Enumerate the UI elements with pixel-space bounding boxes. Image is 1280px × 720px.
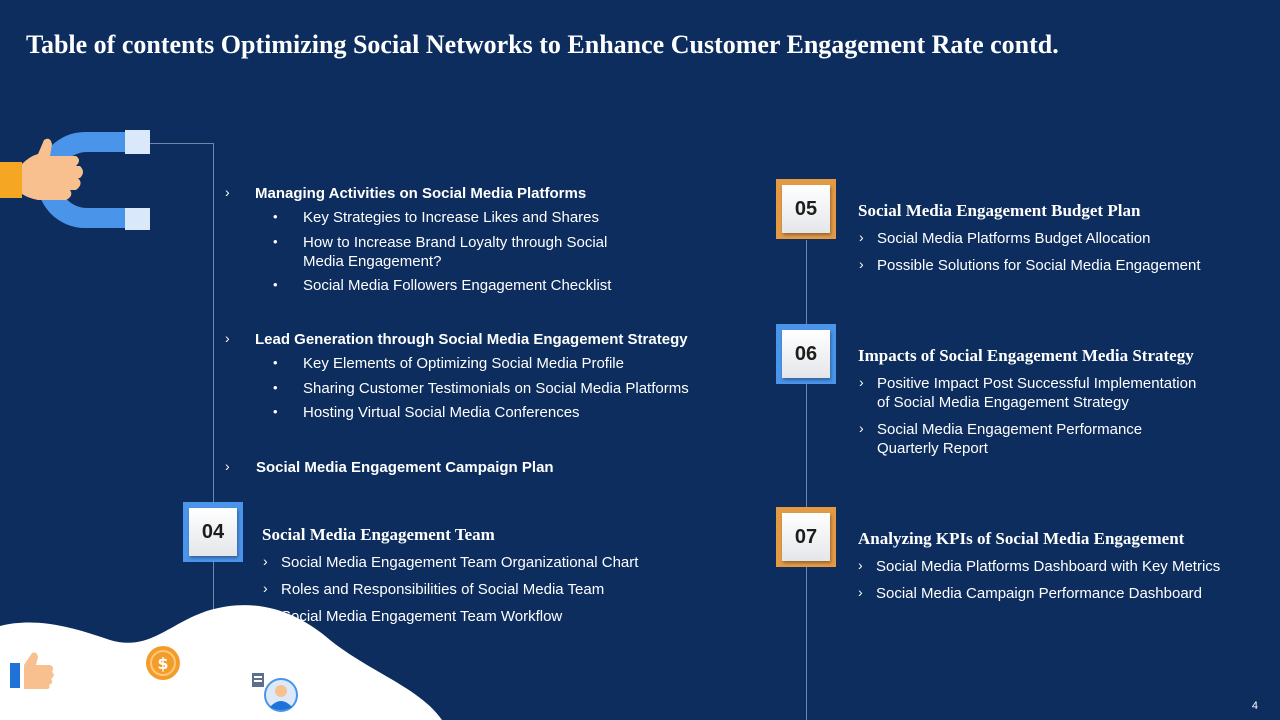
item-heading-kpis[interactable]: Analyzing KPIs of Social Media Engagemen… — [858, 529, 1185, 548]
number-badge-label: 04 — [189, 508, 237, 556]
list-item[interactable]: Sharing Customer Testimonials on Social … — [303, 380, 689, 397]
list-item[interactable]: Social Media Followers Engagement Checkl… — [303, 277, 612, 294]
dollar-coin-icon: $ — [146, 646, 180, 680]
thumbs-up-icon — [10, 652, 54, 689]
list-item[interactable]: Key Strategies to Increase Likes and Sha… — [303, 209, 600, 226]
section-heading-campaign-plan[interactable]: Social Media Engagement Campaign Plan — [256, 459, 554, 476]
bullet-icon: • — [273, 380, 278, 395]
number-badge-07: 07 — [776, 507, 836, 567]
bullet-icon: • — [273, 234, 278, 249]
list-item[interactable]: Positive Impact Post Successful Implemen… — [877, 375, 1197, 392]
item-heading-engagement-team[interactable]: Social Media Engagement Team — [262, 525, 495, 544]
number-badge-label: 05 — [782, 185, 830, 233]
list-item[interactable]: Social Media Engagement Team Workflow — [281, 608, 563, 625]
timeline-right — [806, 240, 807, 720]
section-heading-managing-activities[interactable]: Managing Activities on Social Media Plat… — [255, 185, 587, 202]
list-item[interactable]: Social Media Platforms Dashboard with Ke… — [876, 558, 1221, 575]
chevron-icon: › — [263, 580, 268, 596]
number-badge-label: 06 — [782, 330, 830, 378]
page-number: 4 — [1251, 700, 1258, 712]
chevron-icon: › — [858, 584, 863, 600]
timeline-left-connector — [150, 143, 214, 144]
list-item[interactable]: Roles and Responsibilities of Social Med… — [281, 581, 605, 598]
chevron-icon: › — [859, 229, 864, 245]
chevron-icon: › — [859, 256, 864, 272]
user-avatar-icon — [252, 673, 298, 712]
list-item-continued[interactable]: Quarterly Report — [877, 440, 988, 457]
list-item[interactable]: Social Media Platforms Budget Allocation — [877, 230, 1151, 247]
list-item[interactable]: Possible Solutions for Social Media Enga… — [877, 257, 1201, 274]
list-item[interactable]: Social Media Campaign Performance Dashbo… — [876, 585, 1203, 602]
list-item[interactable]: Social Media Engagement Team Organizatio… — [281, 554, 639, 571]
number-badge-05: 05 — [776, 179, 836, 239]
list-item[interactable]: Key Elements of Optimizing Social Media … — [303, 355, 624, 372]
bullet-icon: • — [273, 277, 278, 292]
bullet-icon: • — [273, 209, 278, 224]
page-title: Table of contents Optimizing Social Netw… — [26, 30, 1059, 59]
list-item[interactable]: Hosting Virtual Social Media Conferences — [303, 404, 580, 421]
chevron-icon: › — [859, 420, 864, 436]
chevron-icon: › — [859, 374, 864, 390]
number-badge-04: 04 — [183, 502, 243, 562]
list-item[interactable]: Social Media Engagement Performance — [877, 421, 1143, 438]
number-badge-label: 07 — [782, 513, 830, 561]
magnet-hand-icon — [0, 130, 150, 230]
section-heading-lead-generation[interactable]: Lead Generation through Social Media Eng… — [255, 331, 688, 348]
timeline-left — [213, 143, 214, 628]
svg-text:$: $ — [157, 654, 168, 673]
chevron-icon: › — [225, 184, 230, 200]
item-heading-budget-plan[interactable]: Social Media Engagement Budget Plan — [858, 201, 1141, 220]
chevron-icon: › — [225, 458, 230, 474]
list-item-continued[interactable]: of Social Media Engagement Strategy — [877, 394, 1129, 411]
bullet-icon: • — [273, 355, 278, 370]
list-item[interactable]: How to Increase Brand Loyalty through So… — [303, 234, 608, 251]
item-heading-impacts[interactable]: Impacts of Social Engagement Media Strat… — [858, 346, 1194, 365]
chevron-icon: › — [225, 330, 230, 346]
bullet-icon: • — [273, 404, 278, 419]
chevron-icon: › — [263, 553, 268, 569]
bottom-wave-decoration — [0, 605, 442, 720]
chevron-icon: › — [858, 557, 863, 573]
list-item-continued[interactable]: Media Engagement? — [303, 253, 442, 270]
number-badge-06: 06 — [776, 324, 836, 384]
